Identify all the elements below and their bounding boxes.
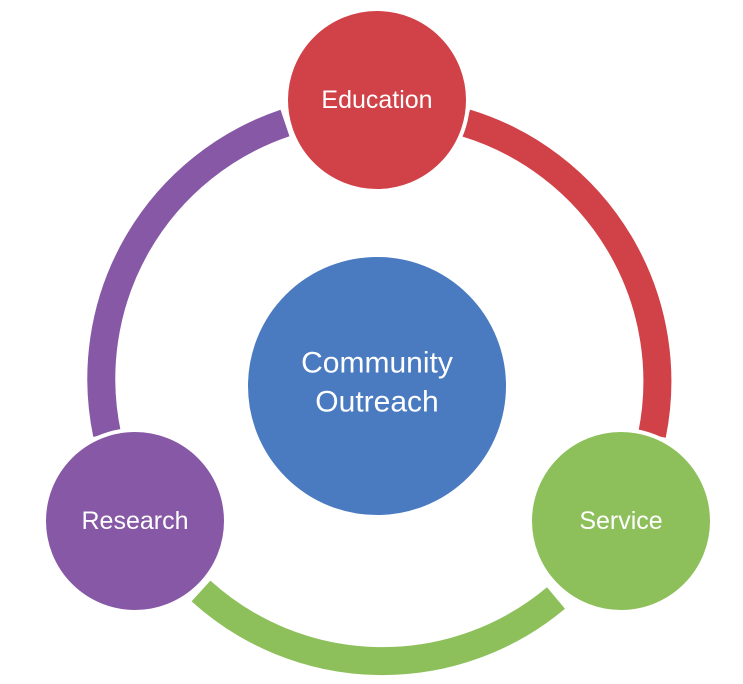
center-circle	[244, 253, 510, 519]
arc-education-to-service	[461, 109, 672, 438]
arc-service-to-research	[191, 580, 565, 676]
arc-research-to-education	[87, 109, 290, 437]
service-label: Service	[579, 507, 662, 535]
education-circle	[284, 7, 470, 193]
research-circle	[42, 428, 228, 614]
node-service: Service	[528, 428, 714, 614]
center-label-line1: Community	[301, 347, 453, 380]
service-circle	[528, 428, 714, 614]
center-label-line2: Outreach	[315, 386, 438, 419]
center-node: Community Outreach	[244, 253, 510, 519]
node-education: Education	[284, 7, 470, 193]
research-label: Research	[82, 507, 189, 535]
education-label: Education	[321, 86, 432, 114]
node-research: Research	[42, 428, 228, 614]
